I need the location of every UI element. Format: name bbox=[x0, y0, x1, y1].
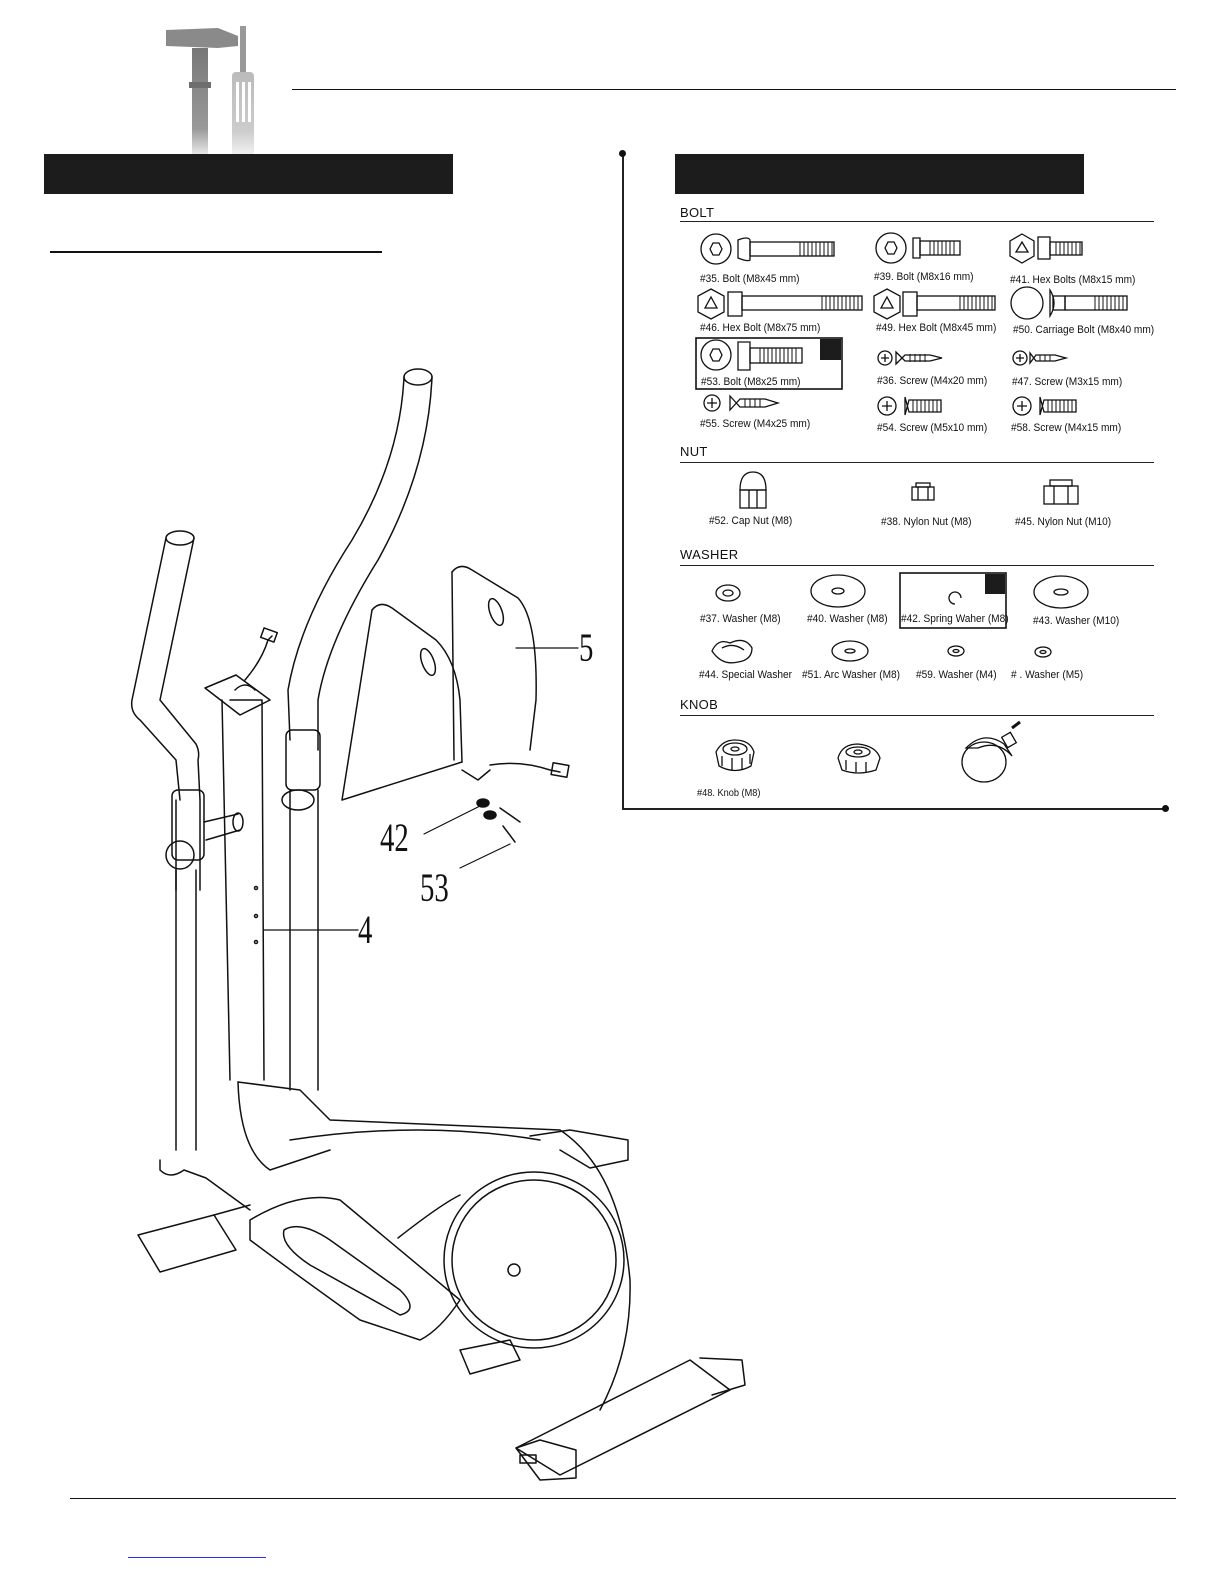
footer-rule bbox=[70, 1498, 1176, 1499]
part-label: #41. Hex Bolts (M8x15 mm) bbox=[1010, 274, 1136, 286]
footer-link-underline[interactable] bbox=[128, 1557, 266, 1558]
panel-frame-bottom bbox=[622, 808, 1166, 810]
callout-42: 42 bbox=[380, 815, 409, 860]
panel-corner-dot bbox=[1162, 805, 1169, 812]
part-label: #53. Bolt (M8x25 mm) bbox=[701, 376, 801, 388]
tools-logo bbox=[166, 26, 254, 156]
bolt-section-rule bbox=[680, 221, 1154, 222]
screw-36 bbox=[877, 350, 943, 366]
step-subtitle-rule bbox=[50, 251, 382, 253]
screw-55 bbox=[703, 394, 781, 412]
callout-4: 4 bbox=[358, 907, 373, 952]
washer-section-rule bbox=[680, 565, 1154, 566]
screw-54 bbox=[877, 396, 942, 416]
nut-section-rule bbox=[680, 462, 1154, 463]
panel-corner-dot bbox=[619, 150, 626, 157]
hammer-icon bbox=[166, 28, 238, 156]
step-title-bar bbox=[44, 154, 453, 194]
part-label: #50. Carriage Bolt (M8x40 mm) bbox=[1013, 324, 1155, 336]
nylon-nut-38 bbox=[911, 482, 935, 501]
part-label: #36. Screw (M4x20 mm) bbox=[877, 375, 988, 387]
cap-nut-52 bbox=[739, 471, 767, 509]
header-rule bbox=[292, 89, 1176, 90]
callout-5: 5 bbox=[579, 625, 594, 670]
screw-47 bbox=[1012, 350, 1069, 366]
part-label: #52. Cap Nut (M8) bbox=[709, 515, 793, 527]
callout-53: 53 bbox=[420, 865, 449, 910]
part-label: #59. Washer (M4) bbox=[916, 669, 997, 681]
bolt-section-label: BOLT bbox=[680, 205, 715, 220]
nut-section-label: NUT bbox=[680, 444, 708, 459]
knob-star bbox=[837, 743, 881, 774]
knob-large bbox=[961, 720, 1021, 783]
part-label: #44. Special Washer bbox=[699, 669, 793, 681]
part-label: #51. Arc Washer (M8) bbox=[802, 669, 901, 681]
part-label: # . Washer (M5) bbox=[1011, 669, 1084, 681]
part-label: #39. Bolt (M8x16 mm) bbox=[874, 271, 974, 283]
part-label: #58. Screw (M4x15 mm) bbox=[1011, 422, 1122, 434]
part-label: #48. Knob (M8) bbox=[697, 788, 761, 799]
hardware-title-bar bbox=[675, 154, 1084, 194]
panel-frame-left bbox=[622, 153, 624, 809]
part-label: #47. Screw (M3x15 mm) bbox=[1012, 376, 1123, 388]
part-label: #55. Screw (M4x25 mm) bbox=[700, 418, 811, 430]
part-label: #45. Nylon Nut (M10) bbox=[1015, 516, 1112, 528]
part-label: #49. Hex Bolt (M8x45 mm) bbox=[876, 322, 997, 334]
part-label: #46. Hex Bolt (M8x75 mm) bbox=[700, 322, 821, 334]
nylon-nut-45 bbox=[1043, 479, 1079, 505]
part-label: #35. Bolt (M8x45 mm) bbox=[700, 273, 800, 285]
part-label: #54. Screw (M5x10 mm) bbox=[877, 422, 988, 434]
part-label: #37. Washer (M8) bbox=[700, 613, 781, 625]
washer-section-label: WASHER bbox=[680, 547, 739, 562]
knob-section-label: KNOB bbox=[680, 697, 719, 712]
part-label: #40. Washer (M8) bbox=[807, 613, 888, 625]
screwdriver-icon bbox=[232, 26, 254, 156]
screw-58 bbox=[1012, 396, 1077, 416]
part-label: #42. Spring Waher (M8) bbox=[901, 613, 1009, 625]
knob-48 bbox=[715, 739, 755, 772]
part-label: #38. Nylon Nut (M8) bbox=[881, 516, 972, 528]
knob-section-rule bbox=[680, 715, 1154, 716]
part-label: #43. Washer (M10) bbox=[1033, 615, 1120, 627]
